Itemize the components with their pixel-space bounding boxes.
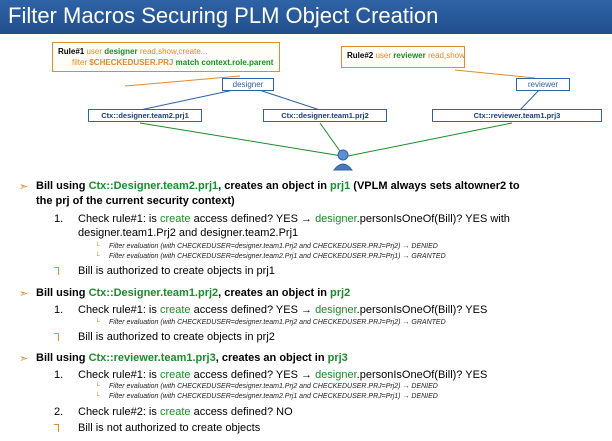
scenario2-step1: Check rule#1: is create access defined? … — [78, 304, 488, 316]
rule1-filter-word: filter — [72, 58, 88, 67]
context-designer-team1-prj2: Ctx::designer.team1.prj2 — [263, 109, 387, 122]
reviewer-ctx3-link — [519, 88, 541, 111]
scenario1-line2: the prj of the current security context) — [36, 195, 235, 207]
scenario3-step2-number: 2. — [54, 406, 64, 418]
bullet-arrow-icon: ➣ — [19, 181, 29, 193]
scenario1-step1-line2: designer.team1.Prj2 and designer.team2.P… — [78, 227, 299, 239]
scenario1-context: Ctx::Designer.team2.prj1 — [88, 180, 219, 192]
context-designer-team2-prj1: Ctx::designer.team2.prj1 — [88, 109, 202, 122]
user-ctx2-link — [319, 122, 343, 155]
scenario3-line1: Bill using Ctx::reviewer.team1.prj3, cre… — [36, 352, 348, 364]
result-marker-icon: ⅂ — [54, 266, 61, 278]
scenario2-line1: Bill using Ctx::Designer.team1.prj2, cre… — [36, 287, 351, 299]
scenario3-result: Bill is not authorized to create objects — [78, 422, 261, 434]
user-ctx3-link — [347, 122, 513, 157]
bullet-arrow-icon: ➣ — [19, 288, 29, 300]
designer-ctx2-link — [252, 87, 321, 111]
scenario3-step1: Check rule#1: is create access defined? … — [78, 369, 488, 381]
rule1-connector — [124, 75, 241, 87]
filter-marker-icon: └ — [95, 253, 100, 260]
scenario1-project: prj1 — [330, 180, 351, 192]
scenario2-filter1: Filter evaluation (with CHECKEDUSER=desi… — [109, 319, 446, 326]
scenario2-step1-number: 1. — [54, 304, 64, 316]
scenario1-filter1: Filter evaluation (with CHECKEDUSER=desi… — [109, 243, 438, 250]
scenario3-context: Ctx::reviewer.team1.prj3 — [88, 352, 216, 364]
scenario1-step1-number: 1. — [54, 213, 64, 225]
title-bar: Filter Macros Securing PLM Object Creati… — [0, 0, 612, 34]
reviewer-role-box: reviewer — [516, 78, 570, 91]
scenario1-line1: Bill using Ctx::Designer.team2.prj1, cre… — [36, 180, 520, 192]
rule1-match-target: context.role.parent — [201, 58, 274, 67]
scenario3-project: prj3 — [327, 352, 348, 364]
bullet-arrow-icon: ➣ — [19, 353, 29, 365]
scenario1-result: Bill is authorized to create objects in … — [78, 265, 275, 277]
rule1-match-word: match — [175, 58, 200, 67]
scenario3-step1-number: 1. — [54, 369, 64, 381]
scenario1-filter2: Filter evaluation (with CHECKEDUSER=desi… — [109, 253, 446, 260]
rule2-connector — [454, 69, 536, 79]
connector-lines — [124, 69, 541, 171]
scenario2-result: Bill is authorized to create objects in … — [78, 331, 275, 343]
scenario3-filter2: Filter evaluation (with CHECKEDUSER=desi… — [109, 393, 438, 400]
rule1-user-word: user — [86, 47, 103, 56]
scenario2-context: Ctx::Designer.team1.prj2 — [88, 287, 219, 299]
filter-marker-icon: └ — [95, 393, 100, 400]
rule2-role: reviewer — [393, 51, 426, 60]
rule1-role: designer — [104, 47, 138, 56]
scenario1-step1: Check rule#1: is create access defined? … — [78, 213, 510, 225]
page-title: Filter Macros Securing PLM Object Creati… — [8, 3, 439, 28]
result-marker-icon: ⅂ — [54, 332, 61, 344]
scenario2-project: prj2 — [330, 287, 351, 299]
designer-ctx1-link — [139, 87, 244, 111]
designer-role-box: designer — [222, 78, 274, 91]
filter-marker-icon: └ — [95, 243, 100, 250]
scenario3-filter1: Filter evaluation (with CHECKEDUSER=desi… — [109, 383, 438, 390]
security-diagram: Rule#1 user designer read,show,create...… — [0, 36, 612, 172]
user-icon — [332, 149, 354, 171]
rule2-label: Rule#2 — [347, 51, 374, 60]
rule2-user-word: user — [375, 51, 392, 60]
rule2-access: read,show — [427, 51, 465, 60]
context-reviewer-team1-prj3: Ctx::reviewer.team1.prj3 — [432, 109, 602, 122]
filter-marker-icon: └ — [95, 383, 100, 390]
user-ctx1-link — [139, 122, 343, 157]
rule1-access: read,show,create... — [139, 47, 208, 56]
scenario3-step2: Check rule#2: is create access defined? … — [78, 406, 293, 418]
rule1-label: Rule#1 — [58, 47, 85, 56]
rule2-box: Rule#2 user reviewer read,show — [341, 46, 465, 68]
filter-marker-icon: └ — [95, 319, 100, 326]
rule1-box: Rule#1 user designer read,show,create...… — [52, 42, 280, 72]
result-marker-icon: ⅂ — [54, 423, 61, 435]
rule1-filter-var: $CHECKEDUSER.PRJ — [89, 58, 174, 67]
